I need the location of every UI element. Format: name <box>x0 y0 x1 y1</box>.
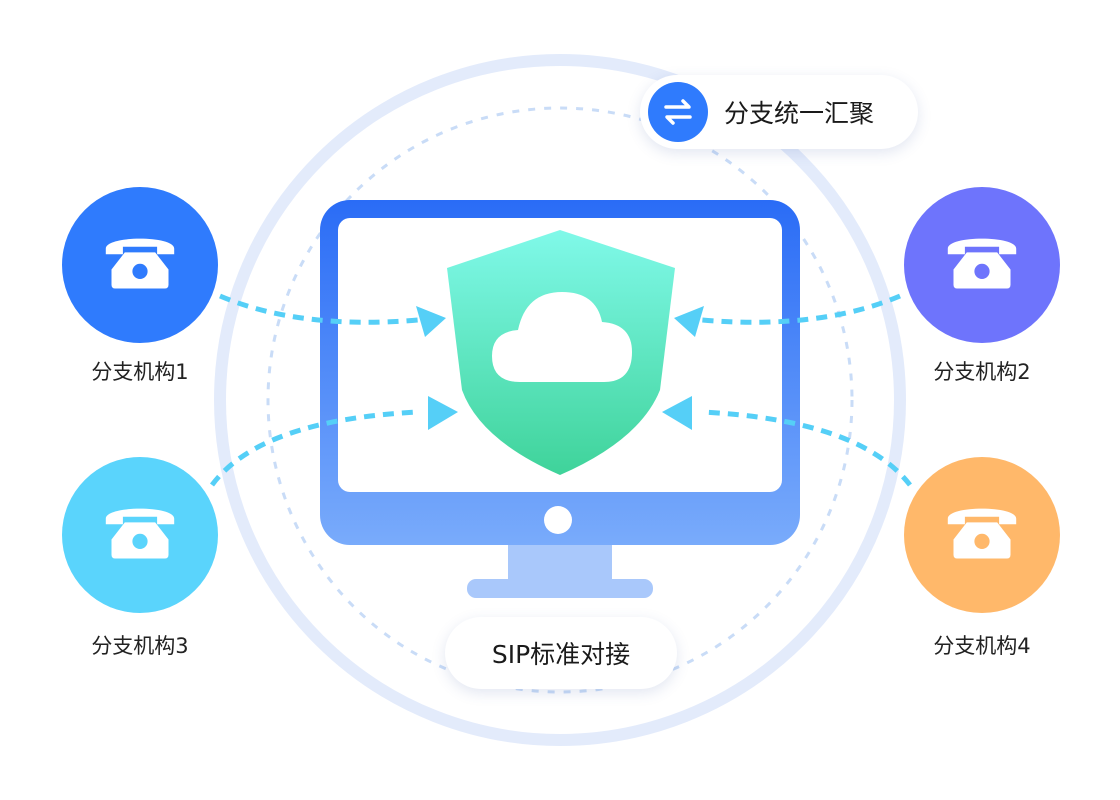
branch-4-label: 分支机构4 <box>933 634 1031 658</box>
outer-ring <box>214 54 906 746</box>
branch-1-label: 分支机构1 <box>91 360 189 384</box>
cloud-icon <box>492 292 632 382</box>
branch-3-phone-icon <box>62 457 218 613</box>
swap-arrows-icon <box>648 82 708 142</box>
inner-dashed-ring <box>266 106 854 694</box>
top-badge: 分支统一汇聚 <box>640 75 918 149</box>
connection-lines <box>209 293 912 487</box>
arrow-heads <box>416 306 704 430</box>
top-badge-label: 分支统一汇聚 <box>724 99 875 128</box>
bottom-badge: SIP标准对接 <box>445 617 677 689</box>
branch-3-label: 分支机构3 <box>91 634 189 658</box>
branch-2-label: 分支机构2 <box>933 360 1031 384</box>
branch-4-phone-icon <box>904 457 1060 613</box>
branch-1-phone-icon <box>62 187 218 343</box>
bottom-badge-label: SIP标准对接 <box>491 640 631 669</box>
branch-2-phone-icon <box>904 187 1060 343</box>
